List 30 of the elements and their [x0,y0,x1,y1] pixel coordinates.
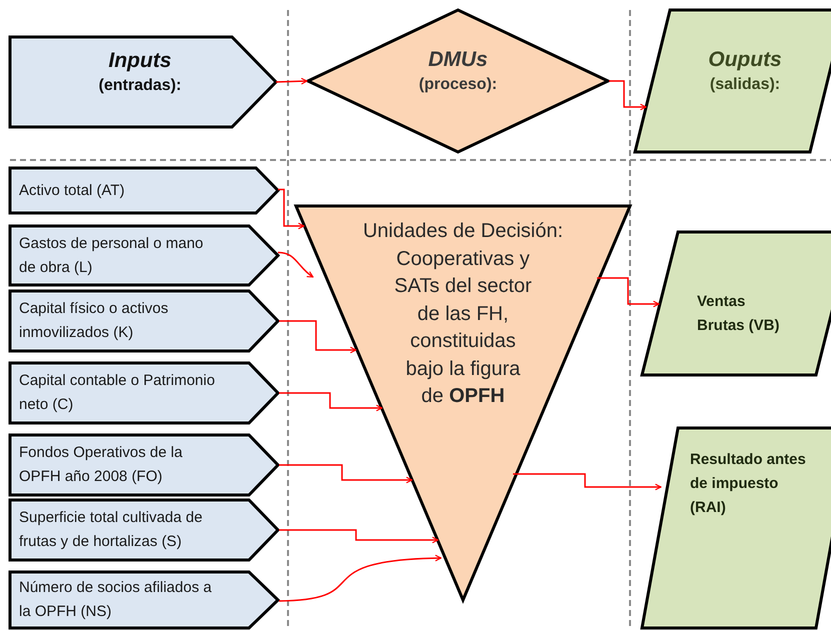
input-shape [10,291,278,351]
input-label: Activo total (AT) [19,180,126,200]
arrow [609,80,647,110]
input-header-shape [10,37,276,127]
subheading-text: (proceso): [418,75,498,95]
output-parallelogram [642,428,831,628]
input-shape [10,363,278,423]
subheading-text: (salidas): [708,75,782,95]
heading-text: Ouputs [707,47,783,73]
output-label: Ventas Brutas (VB) [697,292,781,336]
input-label: Capital físico o activos inmovilizados (K) [19,299,170,343]
output-parallelogram [642,232,831,375]
input-label: Capital contable o Patrimonio neto (C) [19,371,216,415]
input-shape [10,226,278,285]
subheading-text: (entradas): [98,76,182,96]
input-label: Fondos Operativos de la OPFH año 2008 (FO) [19,443,184,487]
heading-text: DMUs [427,47,489,73]
input-label: Gastos de personal o mano de obra (L) [19,234,204,278]
output-parallelogram [635,10,831,152]
input-label: Número de socios afiliados a la OPFH (NS) [19,578,213,622]
input-shape [10,572,278,628]
output-label: Resultado antes de impuesto (RAI) [690,450,807,518]
input-shape [10,168,278,213]
heading-text: Inputs [108,48,172,74]
arrow [276,78,308,85]
input-label: Superficie total cultivada de frutas y de hortalizas (S) [19,508,204,552]
process-diamond [308,10,608,152]
arrow [278,188,305,230]
input-shape [10,435,278,495]
input-shape [10,500,278,560]
